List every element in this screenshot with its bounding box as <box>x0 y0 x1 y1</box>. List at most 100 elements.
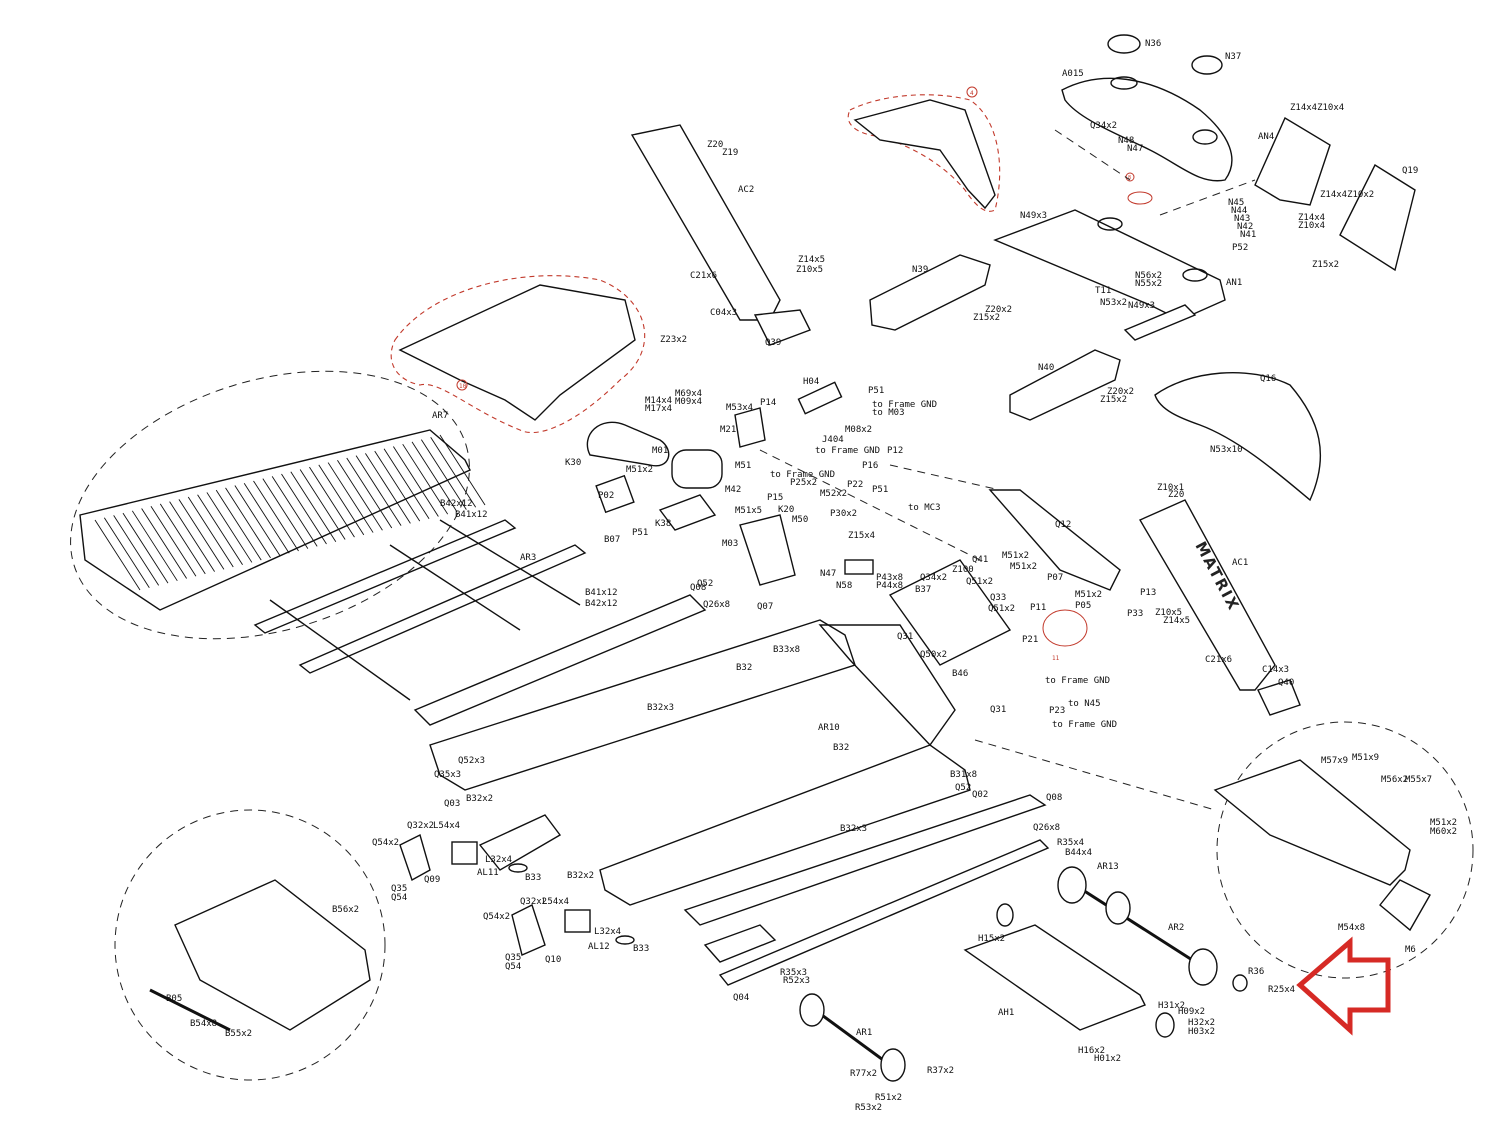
label-z19: Z19 <box>722 148 738 158</box>
label-z10x1: Z10x1 <box>1157 483 1184 493</box>
belt-slat <box>169 501 215 572</box>
label-q08: Q08 <box>1046 793 1062 803</box>
lift-motor-j404 <box>797 381 843 415</box>
console-cover-q16: Q16 N53x10 <box>1154 372 1322 502</box>
label-b41x12: B41x12 <box>585 588 618 598</box>
label-b33: B33 <box>525 873 541 883</box>
label-an1: AN1 <box>1226 278 1242 288</box>
label-z10x4: Z10x4 <box>1298 221 1325 231</box>
cup-well <box>1182 268 1208 282</box>
drive-belt-k30 <box>586 421 670 467</box>
belt-slat <box>178 499 225 570</box>
callout-11: 11 <box>1052 655 1060 662</box>
label-h32x2: H32x2 <box>1188 1018 1215 1028</box>
belt-slat <box>206 492 253 563</box>
label-l54x4: L54x4 <box>433 821 460 831</box>
label-c21x6: C21x6 <box>690 271 717 281</box>
label-q52: Q52 <box>697 579 713 589</box>
rail-mid <box>298 544 587 674</box>
label-r53x2: R53x2 <box>855 1103 882 1113</box>
wheel <box>996 903 1014 927</box>
label-r25x4: R25x4 <box>1268 985 1295 995</box>
label-l54x4: L54x4 <box>542 897 569 907</box>
belt-slat <box>271 476 318 547</box>
label-q26x8: Q26x8 <box>1033 823 1060 833</box>
motor-cover: 10 Z23x2 <box>390 275 687 434</box>
belt-slat <box>439 434 486 506</box>
grip-strip <box>703 924 777 963</box>
callout-boundary-8 <box>1127 191 1153 205</box>
label-p33: P33 <box>1127 609 1143 619</box>
label-q02: Q02 <box>972 790 988 800</box>
label-q51x2: Q51x2 <box>966 577 993 587</box>
label-q34x2: Q34x2 <box>920 573 947 583</box>
label-ac1: AC1 <box>1232 558 1248 568</box>
motor-pan: 11 Q12 Q41 M51x2 M51x2 Q34x2 Z100 P43x8 … <box>876 489 1143 730</box>
upright-ac2: Z20 Z19 AC2 Z14x5 Z10x5 C21x6 C04x3 Q39 <box>630 124 825 348</box>
label-z10x5: Z10x5 <box>796 265 823 275</box>
wheel-bracket-al11 <box>451 841 478 865</box>
label-z20: Z20 <box>707 140 723 150</box>
label-al12: AL12 <box>588 942 610 952</box>
foot-bracket <box>478 814 562 871</box>
label-b32x3: B32x3 <box>840 824 867 834</box>
label-q41: Q41 <box>972 555 988 565</box>
label-ar1: AR1 <box>856 1028 872 1038</box>
label-ac2: AC2 <box>738 185 754 195</box>
label-m14x4: M14x4 <box>645 396 672 406</box>
roller-ar1-left <box>799 993 825 1027</box>
front-frame-detail <box>1213 759 1411 886</box>
label-t11: T11 <box>1095 286 1111 296</box>
label-n43: N43 <box>1234 214 1250 224</box>
label-m01: M01 <box>652 446 668 456</box>
controller-m03 <box>739 514 796 586</box>
label-m6: M6 <box>1405 945 1416 955</box>
label-to-n45: to N45 <box>1068 699 1101 709</box>
deck-frame-ar3: B42x12 B41x12 AR3 B41x12 B42x12 <box>253 499 618 701</box>
label-r77x2: R77x2 <box>850 1069 877 1079</box>
label-m53x4: M53x4 <box>726 403 753 413</box>
label-n55x2: N55x2 <box>1135 279 1162 289</box>
shroud-q12 <box>988 489 1121 591</box>
pan-plate <box>888 559 1012 666</box>
detail-view-front-frame: M57x9 M51x9 M56x2 M55x7 M51x2 M60x2 M54x… <box>974 721 1474 979</box>
label-m52x2: M52x2 <box>820 489 847 499</box>
label-q50x2: Q50x2 <box>920 650 947 660</box>
handle-grips: N39 Z20x2 Z15x2 N40 Z20x2 Z15x2 <box>869 254 1134 421</box>
belt-slats <box>94 434 486 591</box>
label-q31: Q31 <box>897 632 913 642</box>
panel-q19 <box>1339 163 1416 272</box>
callout-boundary-4 <box>847 94 1001 212</box>
label-n45: N45 <box>1228 198 1244 208</box>
label-to-frame-gnd: to Frame GND <box>1052 720 1117 730</box>
foot-b33 <box>615 935 635 945</box>
label-b55x2: B55x2 <box>225 1029 252 1039</box>
label-q35x3: Q35x3 <box>434 770 461 780</box>
foot-b33 <box>508 863 528 873</box>
label-ah1: AH1 <box>998 1008 1014 1018</box>
label-b32: B32 <box>833 743 849 753</box>
leader-line <box>1054 129 1131 181</box>
belt-slat <box>122 512 169 584</box>
label-q40: Q40 <box>1278 678 1294 688</box>
label-n48: N48 <box>1118 136 1134 146</box>
label-b54x8: B54x8 <box>190 1019 217 1029</box>
label-n42: N42 <box>1237 222 1253 232</box>
upright-ac1: MATRIX Z10x1 Z20 AC1 P13 Z10x5 Z14x5 C21… <box>1138 483 1301 716</box>
belt-slat <box>131 510 178 582</box>
belt-slat <box>355 455 402 526</box>
bracket-an4 <box>1254 116 1331 206</box>
detail-view-rear-frame: B56x2 B05 B54x8 B55x2 <box>114 809 386 1081</box>
label-p23: P23 <box>1049 706 1065 716</box>
belt-slat <box>318 464 365 536</box>
grip-n40 <box>1009 349 1121 421</box>
label-n37: N37 <box>1225 52 1241 62</box>
label-m09x4: M09x4 <box>675 397 702 407</box>
label-b33x8: B33x8 <box>773 645 800 655</box>
label-j404: J404 <box>822 435 844 445</box>
rear-feet: Q54x2 Q32x2 L54x4 L32x4 AL11 B33 Q09 Q35… <box>372 821 649 972</box>
label-p43x8: P43x8 <box>876 573 903 583</box>
bearing-r36 <box>1232 974 1248 992</box>
label-z100: Z100 <box>952 565 974 575</box>
belt-slat <box>187 496 234 568</box>
